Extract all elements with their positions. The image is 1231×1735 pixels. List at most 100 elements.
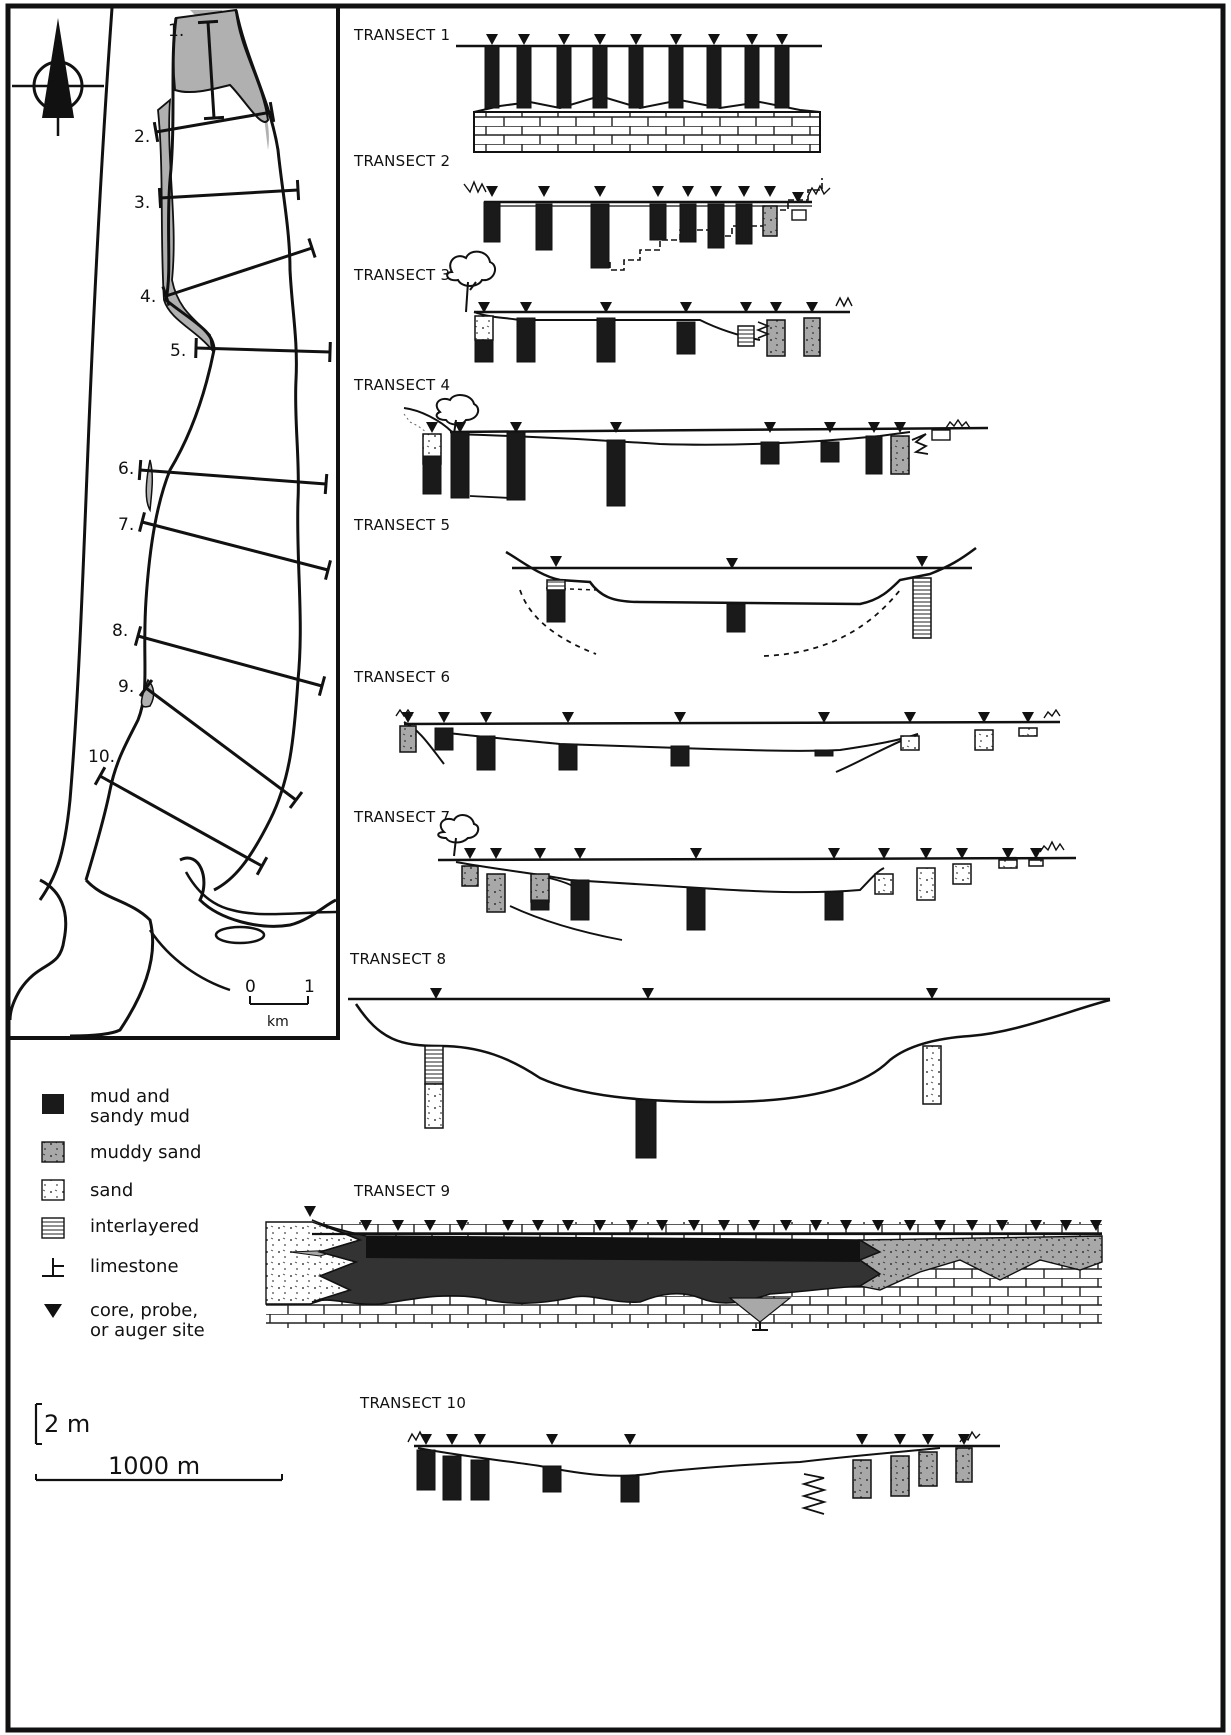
vertical-scale-label: 2 m	[44, 1410, 90, 1438]
map-scale-bar: 0 1 km	[245, 977, 315, 1030]
t2-4-core	[680, 204, 696, 242]
t2-2-core	[591, 204, 609, 268]
map-transect-9	[146, 688, 296, 800]
t7-7-core	[875, 874, 893, 894]
t2-4-site-icon	[682, 186, 694, 197]
t4-4-core	[607, 440, 625, 506]
t6-5-site-icon	[818, 712, 830, 723]
map-panel-border	[8, 6, 338, 1038]
t7-6-site-icon	[828, 848, 840, 859]
t5-3-core	[913, 578, 931, 638]
t1-1-site-icon	[518, 34, 530, 45]
t10-6-site-icon	[894, 1434, 906, 1445]
legend-sand-swatch	[42, 1180, 64, 1200]
t6-grass	[396, 710, 1060, 718]
t7-lines	[510, 876, 622, 940]
t4-0-site-icon	[426, 422, 438, 433]
t7-1-core	[487, 874, 505, 912]
map-scale-end: 1	[304, 977, 315, 997]
t5-1-core	[547, 590, 565, 622]
t5-c-site-icon	[916, 556, 928, 567]
t10-7-site-icon	[922, 1434, 934, 1445]
t6-0-site-icon	[402, 712, 414, 723]
t6-4-site-icon	[674, 712, 686, 723]
map-label-1: 1.	[168, 21, 184, 41]
coast-se	[180, 858, 336, 926]
t1-8-core	[775, 46, 789, 108]
t8-b-site-icon	[642, 988, 654, 999]
t1-4-core	[629, 46, 643, 108]
map-label-7: 7.	[118, 515, 134, 535]
t4-sand-left	[404, 414, 426, 432]
t4-7-site-icon	[868, 422, 880, 433]
t3-5-core	[738, 326, 754, 346]
map-scale-unit: km	[267, 1014, 289, 1030]
t8-0-core	[425, 1046, 443, 1084]
t10-0-core	[417, 1450, 435, 1490]
transect-4-profile	[404, 395, 988, 506]
map-label-8: 8.	[112, 621, 128, 641]
t4-1-core	[423, 456, 441, 494]
t2-5-site-icon	[710, 186, 722, 197]
t10-0-site-icon	[420, 1434, 432, 1445]
legend-interlayered-swatch	[42, 1218, 64, 1238]
t6-8-core	[1019, 728, 1037, 736]
transect-4-label: TRANSECT 4	[353, 376, 450, 394]
t7-11-core	[1029, 860, 1043, 866]
t1-0-site-icon	[486, 34, 498, 45]
t4-5-site-icon	[764, 422, 776, 433]
t6-1-site-icon	[438, 712, 450, 723]
transect-3-label: TRANSECT 3	[353, 266, 450, 284]
t5-0-core	[547, 580, 565, 590]
t6-5-core	[815, 750, 833, 756]
t2-3-site-icon	[652, 186, 664, 197]
map-label-2: 2.	[134, 127, 150, 147]
t7-5-core	[687, 888, 705, 930]
legend-mud-label-1: mud and	[90, 1086, 170, 1107]
t8-bottom	[356, 1000, 1110, 1102]
north-arrow-icon	[12, 18, 104, 136]
channel-west-shade	[158, 100, 212, 350]
legend-core-label-2: or auger site	[90, 1320, 205, 1341]
t7-1-site-icon	[490, 848, 502, 859]
t6-2-core	[477, 736, 495, 770]
t1-4-site-icon	[630, 34, 642, 45]
t5-bottom	[506, 548, 976, 604]
t2-grass-left	[464, 182, 486, 192]
t10-zigzag	[804, 1474, 824, 1514]
t6-0-core	[400, 726, 416, 752]
t10-4-site-icon	[624, 1434, 636, 1445]
t4-6-core	[821, 442, 839, 462]
t10-6-core	[891, 1456, 909, 1496]
transect-1-profile	[456, 34, 822, 152]
map-label-6: 6.	[118, 459, 134, 479]
transect-6-profile	[396, 710, 1060, 772]
legend-limestone-label: limestone	[90, 1256, 179, 1277]
horizontal-scale-label: 1000 m	[108, 1452, 200, 1480]
transect-10-profile	[408, 1432, 1000, 1514]
map-scale-start: 0	[245, 977, 256, 997]
legend-muddy-sand-swatch	[42, 1142, 64, 1162]
t6-surface	[404, 722, 1060, 724]
t7-4-core	[571, 880, 589, 920]
t3-7-core	[804, 318, 820, 356]
t3-1-core	[475, 340, 493, 362]
t3-0-core	[475, 316, 493, 340]
map-label-10: 10.	[88, 747, 115, 767]
t4-7-core	[866, 436, 882, 474]
transect-7-profile	[438, 815, 1076, 940]
legend-muddy-sand-label: muddy sand	[90, 1142, 201, 1163]
transect-9-profile	[266, 1206, 1102, 1330]
t8-2-core	[636, 1100, 656, 1158]
t2-0-core	[484, 202, 500, 242]
t1-3-core	[593, 46, 607, 108]
t7-4-site-icon	[574, 848, 586, 859]
t1-6-site-icon	[708, 34, 720, 45]
t2-1-site-icon	[538, 186, 550, 197]
t7-2-site-icon	[534, 848, 546, 859]
map-transect-lines	[95, 21, 330, 874]
t1-2-core	[557, 46, 571, 108]
t1-5-core	[669, 46, 683, 108]
t8-1-core	[425, 1084, 443, 1128]
t8-a-site-icon	[430, 988, 442, 999]
